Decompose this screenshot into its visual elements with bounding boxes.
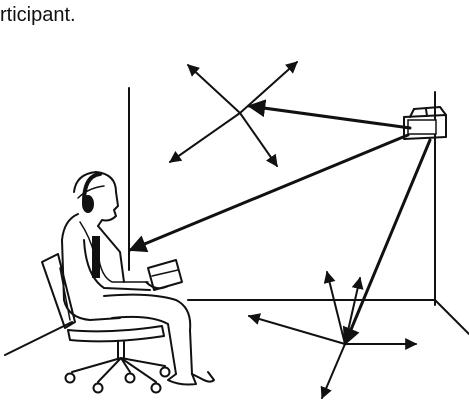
floor-reflection-arrows bbox=[247, 270, 418, 400]
sound-rays bbox=[128, 99, 432, 346]
wall-reflection-arrows bbox=[169, 61, 298, 167]
office-chair bbox=[41, 253, 171, 394]
caption-text: rticipant. bbox=[0, 4, 76, 26]
handheld-device-icon bbox=[147, 259, 183, 291]
headphones-icon bbox=[82, 172, 102, 213]
loudspeaker-icon bbox=[403, 106, 447, 140]
seated-participant bbox=[61, 171, 215, 386]
